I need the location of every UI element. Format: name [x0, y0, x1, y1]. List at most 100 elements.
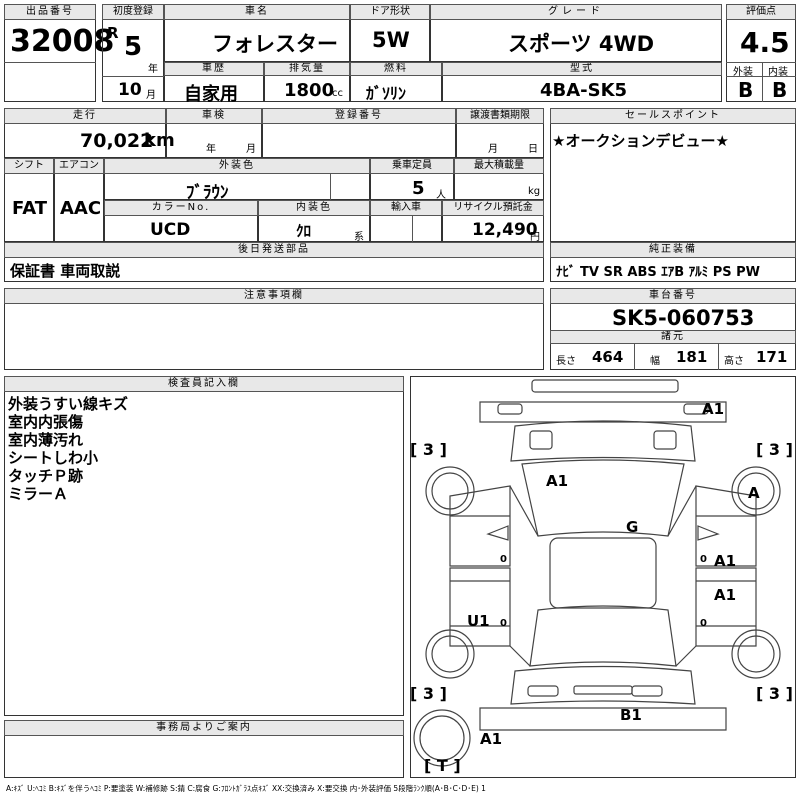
car-name: フォレスター	[212, 32, 338, 56]
score: 4.5	[740, 26, 790, 59]
inspector-label: 検査員記入欄	[4, 376, 404, 392]
recycle-label: リサイクル預託金	[442, 200, 544, 216]
first-reg-year: 5	[124, 32, 143, 62]
damage-rear: B1	[620, 706, 642, 724]
model: 4BA-SK5	[540, 80, 628, 101]
equipment: ﾅﾋﾞ TV SR ABS ｴｱB ｱﾙﾐ PS PW	[556, 265, 760, 280]
reg-number-label: 登録番号	[262, 108, 456, 124]
damage-right-wheel: A	[748, 484, 760, 502]
chassis: SK5-060753	[612, 306, 755, 330]
height-label: 高さ	[724, 356, 744, 367]
zero-mark: 0	[700, 618, 707, 629]
damage-roof: G	[626, 518, 639, 536]
zero-mark: 0	[500, 554, 507, 565]
first-reg-year-unit: 年	[148, 64, 158, 75]
zero-mark: 0	[700, 554, 707, 565]
fuel-label: 燃料	[350, 62, 442, 76]
inspector-note: タッチＰ跡	[8, 467, 84, 485]
sales-point-box	[550, 108, 796, 242]
damage-hood: A1	[546, 472, 569, 490]
first-reg-era: R	[107, 24, 119, 42]
import-label: 輸入車	[370, 200, 442, 216]
lot-label: 出品番号	[4, 4, 96, 20]
inspection-month-unit: 月	[246, 144, 256, 155]
inspector-note: 外装うすい線キズ	[8, 395, 129, 413]
tread-spare: [ T ]	[424, 756, 461, 775]
model-label: 型式	[442, 62, 722, 76]
tread-rear-left: [ 3 ]	[410, 684, 447, 703]
mileage-label: 走行	[4, 108, 166, 124]
zero-mark: 0	[500, 618, 507, 629]
car-name-label: 車名	[164, 4, 350, 20]
inspector-notes: 外装うすい線キズ 室内内張傷 室内薄汚れ シートしわ小 タッチＰ跡 ミラーＡ	[8, 395, 128, 503]
inspector-note: 室内内張傷	[8, 413, 84, 431]
damage-front-right: A1	[702, 400, 725, 418]
chassis-label: 車台番号	[550, 288, 796, 304]
history: 自家用	[184, 84, 238, 105]
tread-front-left: [ 3 ]	[410, 440, 447, 459]
interior-score: B	[772, 78, 788, 102]
ext-color: ﾌﾞﾗｳﾝ	[186, 183, 229, 203]
transfer-month-unit: 月	[488, 144, 498, 155]
grade-label: グレード	[430, 4, 722, 20]
history-label: 車歴	[164, 62, 264, 76]
legend: A:ｷｽﾞ U:ﾍｺﾐ B:ｷｽﾞを伴うﾍｺﾐ P:要塗装 W:補修跡 S:錆 …	[6, 784, 486, 793]
recycle-unit: 円	[530, 232, 540, 243]
recycle: 12,490	[472, 220, 538, 240]
damage-rear-left: A1	[480, 730, 503, 748]
specs-label: 諸元	[550, 330, 796, 344]
displacement-unit: cc	[332, 88, 343, 99]
transfer-label: 譲渡書類期限	[456, 108, 544, 124]
score-label: 評価点	[726, 4, 796, 20]
sales-point-label: セールスポイント	[550, 108, 796, 124]
ext-color-label: 外装色	[104, 158, 370, 174]
int-color-label: 内装色	[258, 200, 370, 216]
car-diagram-box	[410, 376, 796, 778]
max-load-label: 最大積載量	[454, 158, 544, 174]
damage-right-door-front: A1	[714, 552, 737, 570]
office-label: 事務局よりご案内	[4, 720, 404, 736]
first-reg-month-unit: 月	[146, 90, 156, 101]
door-type: 5W	[372, 28, 410, 52]
damage-right-door-rear: A1	[714, 586, 737, 604]
exterior-score-label: 外装	[733, 67, 753, 78]
transfer-day-unit: 日	[528, 144, 538, 155]
width-label: 幅	[650, 356, 660, 367]
inspection-label: 車検	[166, 108, 262, 124]
displacement: 1800	[284, 80, 335, 101]
later-parts: 保証書 車両取説	[10, 262, 121, 280]
first-reg-label: 初度登録	[102, 4, 164, 20]
sales-point: ★オークションデビュー★	[552, 132, 729, 150]
length: 464	[592, 348, 624, 366]
height: 171	[756, 348, 788, 366]
equipment-label: 純正装備	[550, 242, 796, 258]
tread-front-right: [ 3 ]	[756, 440, 793, 459]
displacement-label: 排気量	[264, 62, 350, 76]
car-diagram: 0 0 0 0	[413, 379, 781, 767]
shift: FAT	[12, 198, 48, 219]
inspection-year-unit: 年	[206, 144, 216, 155]
door-label: ドア形状	[350, 4, 430, 20]
exterior-score: B	[738, 78, 754, 102]
damage-left-rear-door: U1	[467, 612, 490, 630]
width: 181	[676, 348, 708, 366]
color-no-label: カラーNo.	[104, 200, 258, 216]
later-parts-label: 後日発送部品	[4, 242, 544, 258]
remarks-label: 注意事項欄	[4, 288, 544, 304]
inspector-note: シートしわ小	[8, 449, 99, 467]
lot-number: 32008	[10, 24, 115, 59]
capacity-label: 乗車定員	[370, 158, 454, 174]
inspector-note: 室内薄汚れ	[8, 431, 84, 449]
aircon: AAC	[60, 198, 102, 219]
capacity-unit: 人	[436, 190, 446, 201]
grade: スポーツ 4WD	[508, 32, 655, 56]
int-color: ｸﾛ	[296, 222, 312, 240]
mileage: 70,022	[80, 130, 154, 152]
color-no: UCD	[150, 220, 191, 240]
max-load-unit: kg	[528, 186, 541, 197]
int-color-unit: 系	[354, 232, 364, 243]
shift-label: シフト	[4, 158, 54, 174]
inspector-note: ミラーＡ	[8, 485, 69, 503]
fuel: ｶﾞｿﾘﾝ	[366, 84, 407, 103]
aircon-label: エアコン	[54, 158, 104, 174]
